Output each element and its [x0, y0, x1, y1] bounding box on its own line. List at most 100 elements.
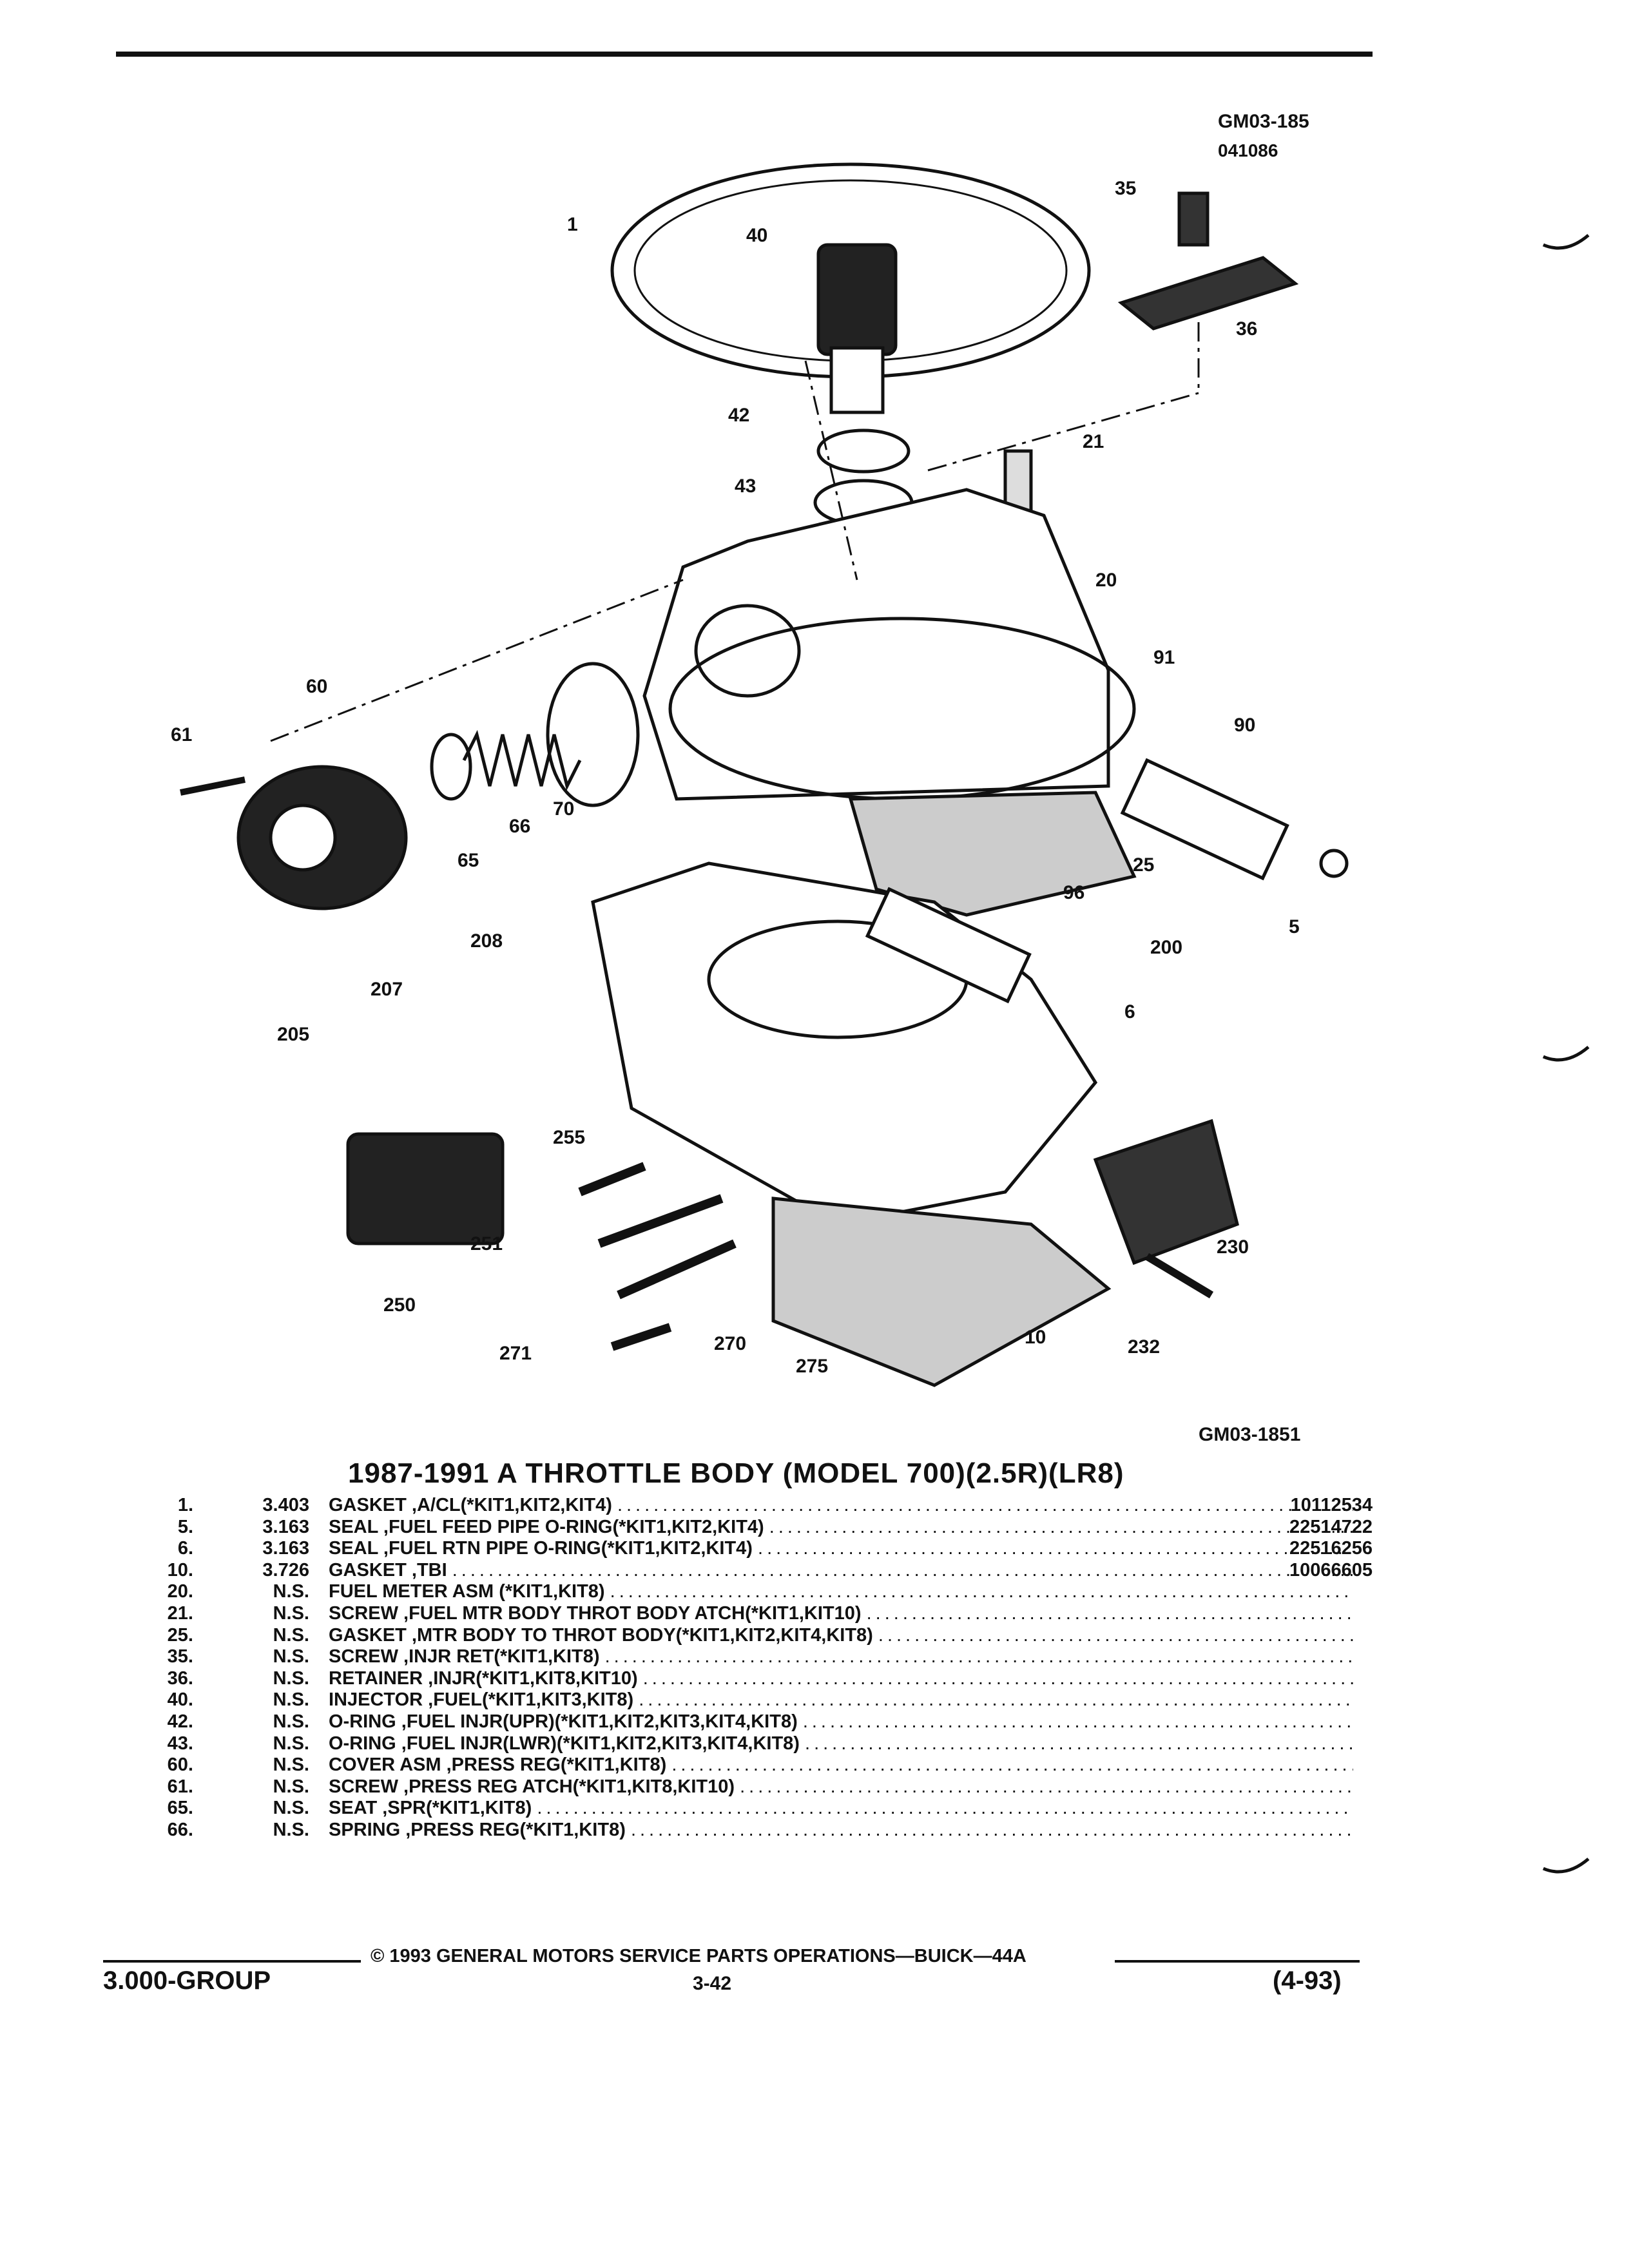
leader-dots: ........................................…: [866, 1602, 1353, 1624]
part-spec: ,FUEL RTN PIPE O-RING(*KIT1,KIT2,KIT4): [383, 1538, 753, 1559]
fuel-feed-fitting: [1120, 758, 1289, 881]
throttle-body: [591, 861, 1098, 1226]
figure-code-bottom: GM03-1851: [1199, 1424, 1301, 1445]
ref-number: 43.: [167, 1733, 193, 1754]
part-spec: ,SPR(*KIT1,KIT8): [382, 1798, 532, 1819]
part-description: GASKET ,A/CL(*KIT1,KIT2,KIT4) ..........…: [329, 1495, 1353, 1516]
parts-row: 60.N.S.COVER ASM ,PRESS REG(*KIT1,KIT8) …: [129, 1754, 1392, 1776]
part-name: SEAT: [329, 1798, 378, 1819]
part-description: INJECTOR ,FUEL(*KIT1,KIT3,KIT8) ........…: [329, 1689, 1353, 1711]
part-spec: ,INJR RET(*KIT1,KIT8): [403, 1646, 600, 1667]
part-name: COVER ASM: [329, 1754, 441, 1776]
part-spec: ,PRESS REG ATCH(*KIT1,KIT8,KIT10): [403, 1776, 735, 1797]
callout-96: 96: [1063, 882, 1084, 903]
callout-36: 36: [1236, 318, 1257, 340]
callout-1: 1: [567, 214, 578, 235]
leader-dots: ........................................…: [769, 1516, 1353, 1537]
part-name: GASKET: [329, 1495, 407, 1515]
parts-row: 66.N.S.SPRING ,PRESS REG(*KIT1,KIT8) ...…: [129, 1820, 1392, 1841]
part-description: O-RING ,FUEL INJR(UPR)(*KIT1,KIT2,KIT3,K…: [329, 1711, 1353, 1733]
callout-230: 230: [1217, 1236, 1249, 1258]
group-number: N.S.: [273, 1602, 309, 1624]
meter-body-gasket: [848, 791, 1137, 917]
callout-270: 270: [714, 1333, 746, 1354]
ref-number: 6.: [177, 1538, 193, 1559]
throttle-body-illustration: 1 40 35 36 21 42 43 20 91 90 60 61 70 66…: [171, 162, 1349, 1387]
callout-65: 65: [458, 850, 479, 871]
part-description: GASKET ,TBI ............................…: [329, 1560, 1353, 1581]
part-name: FUEL METER ASM: [329, 1581, 494, 1602]
tbi-gasket: [771, 1196, 1112, 1387]
ref-number: 61.: [167, 1776, 193, 1797]
part-name: SCREW: [329, 1602, 398, 1624]
leader-dots: ........................................…: [671, 1754, 1353, 1776]
leader-dots: ........................................…: [805, 1733, 1353, 1754]
part-spec: ,MTR BODY TO THROT BODY(*KIT1,KIT2,KIT4,…: [411, 1624, 873, 1646]
leader-dots: ........................................…: [758, 1538, 1353, 1559]
parts-row: 42. N.S. O-RING ,FUEL INJR(UPR)(*KIT1,KIT2…: [129, 1711, 1392, 1733]
group-number: N.S.: [273, 1754, 309, 1776]
leader-dots: ........................................…: [740, 1776, 1353, 1797]
part-description: SEAT ,SPR(*KIT1,KIT8) ..................…: [329, 1798, 1353, 1819]
part-name: GASKET: [329, 1624, 407, 1646]
group-number: N.S.: [273, 1733, 309, 1754]
group-number: 3.163: [262, 1538, 309, 1559]
callout-70: 70: [553, 798, 574, 820]
ref-number: 21.: [167, 1602, 193, 1624]
footer-date: (4-93): [1273, 1966, 1342, 1995]
exploded-diagram: 1 40 35 36 21 42 43 20 91 90 60 61 70 66…: [171, 162, 1349, 1387]
injector-retainer: [1117, 256, 1299, 331]
callout-20: 20: [1095, 570, 1117, 591]
part-spec: ,FUEL(*KIT1,KIT3,KIT8): [428, 1689, 634, 1711]
footer-rule-left: [103, 1960, 361, 1963]
upper-o-ring: [816, 428, 911, 474]
ref-number: 66.: [167, 1819, 193, 1840]
part-number: 22514722: [1289, 1516, 1373, 1537]
ref-number: 40.: [167, 1689, 193, 1711]
callout-208: 208: [470, 930, 503, 952]
ref-number: 25.: [167, 1624, 193, 1646]
ref-number: 65.: [167, 1798, 193, 1819]
parts-row: 65.N.S.SEAT ,SPR(*KIT1,KIT8) ...........…: [129, 1798, 1392, 1820]
ref-number: 42.: [167, 1711, 193, 1732]
part-spec: ,TBI: [411, 1559, 447, 1581]
callout-60: 60: [306, 676, 327, 697]
group-number: 3.726: [262, 1559, 309, 1581]
ref-number: 1.: [177, 1495, 193, 1515]
injector: [816, 243, 898, 356]
group-number: N.S.: [273, 1711, 309, 1732]
part-spec: ,A/CL(*KIT1,KIT2,KIT4): [411, 1495, 612, 1515]
callout-35: 35: [1115, 178, 1136, 199]
part-description: SEAL ,FUEL RTN PIPE O-RING(*KIT1,KIT2,KI…: [329, 1538, 1353, 1559]
part-name: SPRING: [329, 1819, 401, 1840]
parts-row: 35.N.S.SCREW ,INJR RET(*KIT1,KIT8) .....…: [129, 1646, 1392, 1668]
parts-row: 20.N.S.FUEL METER ASM (*KIT1,KIT8) .....…: [129, 1581, 1392, 1603]
leader-dots: ........................................…: [878, 1624, 1353, 1646]
part-name: INJECTOR: [329, 1689, 423, 1711]
callout-200: 200: [1150, 937, 1182, 958]
callout-42: 42: [728, 405, 749, 426]
group-number: 3.163: [262, 1516, 309, 1537]
part-number: 10112534: [1290, 1495, 1373, 1515]
part-name: RETAINER: [329, 1667, 423, 1689]
callout-271: 271: [499, 1343, 532, 1364]
callout-275: 275: [796, 1356, 828, 1377]
part-description: SCREW ,FUEL MTR BODY THROT BODY ATCH(*KI…: [329, 1603, 1353, 1624]
part-name: GASKET: [329, 1559, 407, 1581]
parts-row: 43.N.S.O-RING ,FUEL INJR(LWR)(*KIT1,KIT2…: [129, 1733, 1392, 1755]
part-name: SEAL: [329, 1538, 378, 1559]
part-spec: ,INJR(*KIT1,KIT8,KIT10): [428, 1667, 638, 1689]
leader-dots: ........................................…: [630, 1819, 1353, 1840]
callout-25: 25: [1133, 854, 1154, 876]
callout-250: 250: [383, 1294, 416, 1316]
leader-dots: ........................................…: [604, 1646, 1353, 1667]
part-spec: ,PRESS REG(*KIT1,KIT8): [446, 1754, 667, 1776]
footer-page-number: 3-42: [693, 1973, 732, 1994]
ref-number: 20.: [167, 1581, 193, 1602]
leader-dots: ........................................…: [642, 1667, 1353, 1689]
fuel-return-fitting: [865, 887, 1032, 1004]
group-number: N.S.: [273, 1581, 309, 1602]
regulator-diaphragm: [546, 662, 640, 807]
